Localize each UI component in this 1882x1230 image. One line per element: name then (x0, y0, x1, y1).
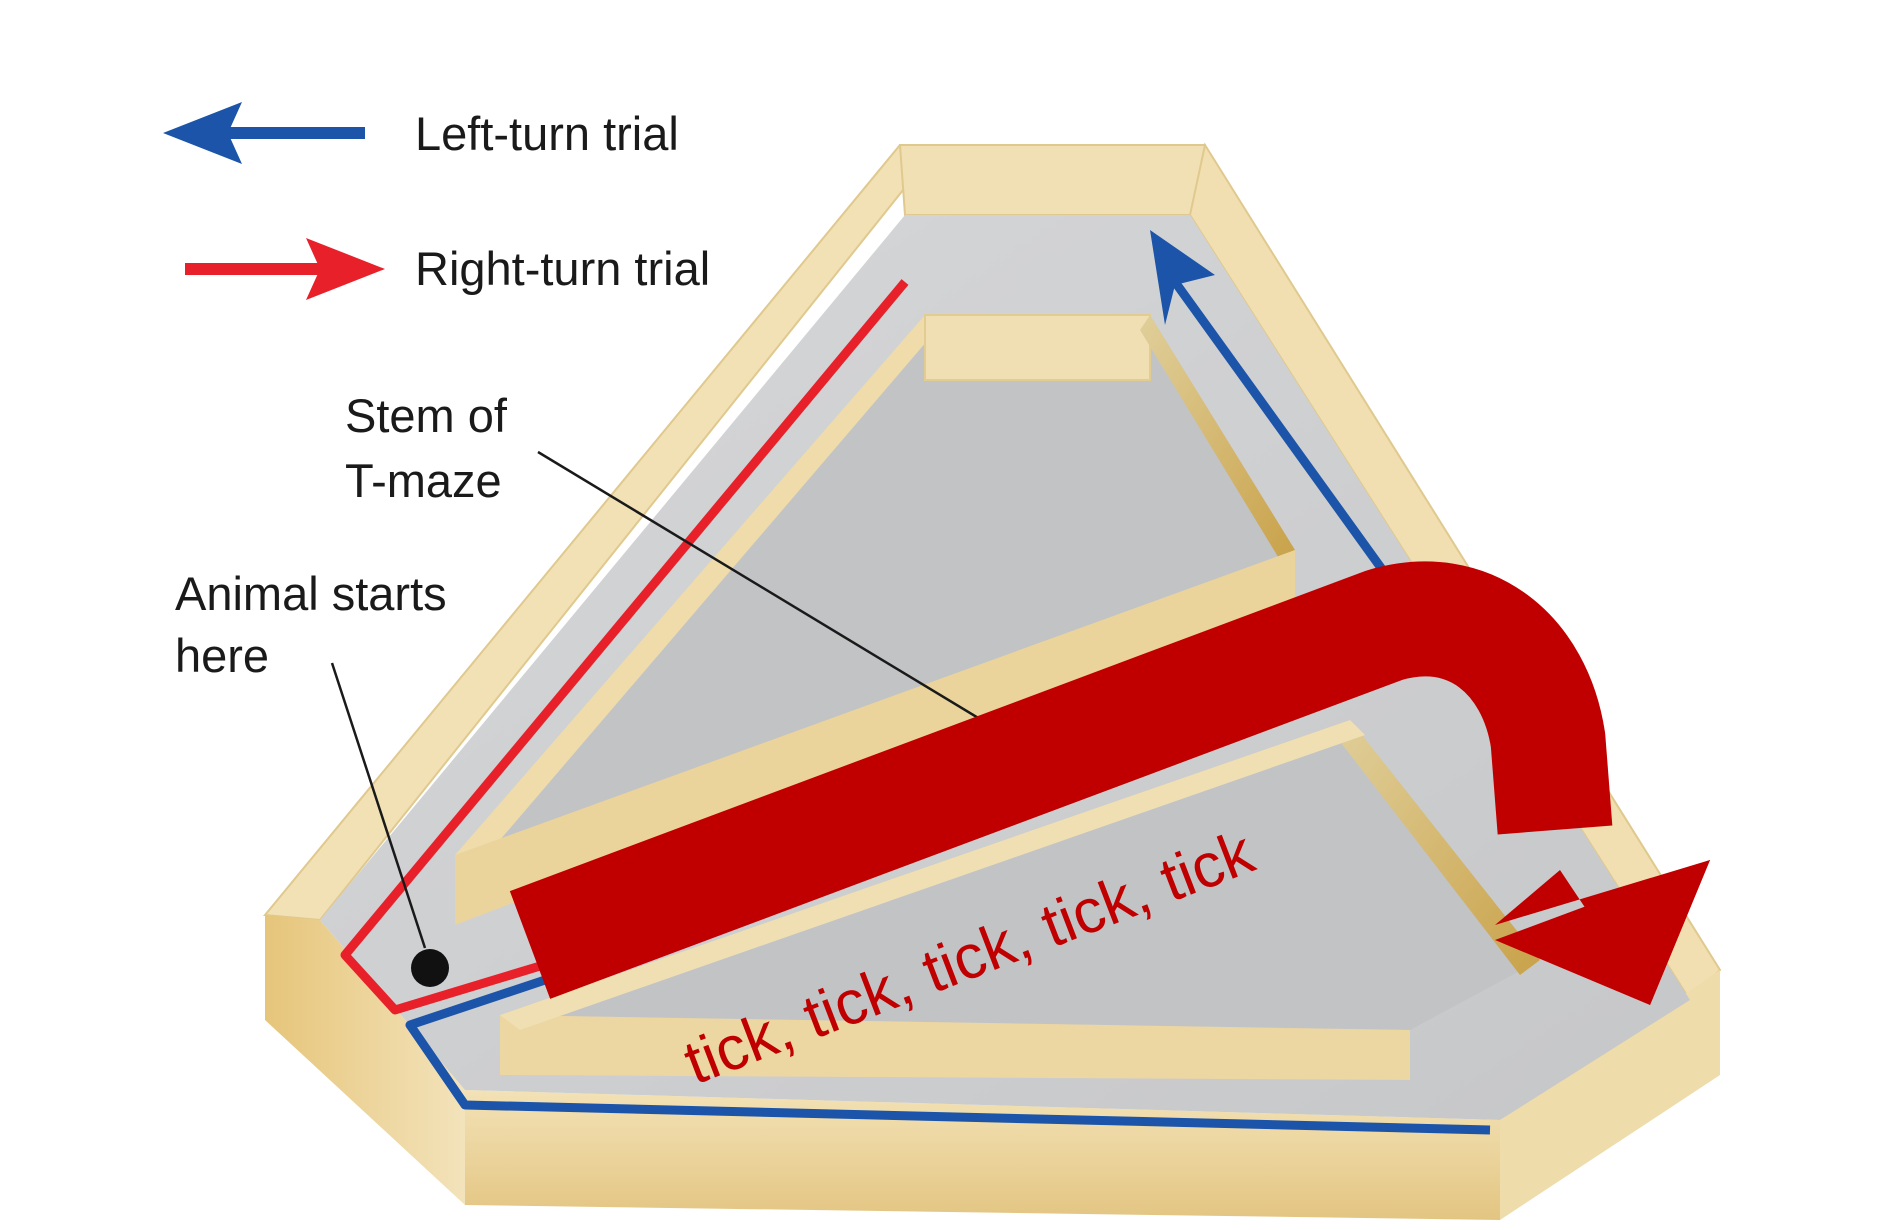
start-dot-icon (411, 949, 449, 987)
inner-island-lower-floor (500, 720, 1540, 1030)
start-label-line1: Animal starts (175, 567, 447, 620)
start-label-line2: here (175, 629, 269, 682)
stem-label-line2: T-maze (345, 454, 502, 507)
big-arrow-body (509, 561, 1613, 999)
legend-right-turn: Right-turn trial (185, 238, 710, 300)
left-turn-path (405, 970, 1491, 1135)
big-right-turn-arrow (509, 561, 1710, 1005)
inner-island-upper-wall-right (1140, 315, 1295, 560)
start-leader-line (330, 662, 427, 949)
inner-island-upper-top (924, 314, 1151, 381)
inner-island-lower-wall-front (500, 1015, 1410, 1080)
arrow-right-icon (306, 238, 385, 300)
inner-island-upper-wall-left (455, 315, 945, 875)
legend-right-turn-label: Right-turn trial (415, 242, 710, 295)
stem-leader-line (537, 450, 1019, 744)
big-arrow-head-fill (1495, 860, 1710, 1005)
right-end-wall (1500, 970, 1720, 1220)
left-turn-path-arrowhead (1150, 230, 1215, 325)
inner-island-lower-wall-right (1335, 720, 1540, 975)
top-end-wall (898, 144, 1206, 216)
legend: Left-turn trial Right-turn trial (163, 102, 710, 300)
left-turn-path-right-side (1166, 272, 1419, 618)
inner-island-upper-floor (468, 315, 1295, 860)
stem-label-line1: Stem of (345, 389, 508, 442)
legend-left-turn-label: Left-turn trial (415, 107, 679, 160)
legend-left-turn: Left-turn trial (163, 102, 679, 164)
inner-island-lower-wall-top (500, 720, 1365, 1030)
right-turn-path (340, 279, 909, 1015)
outer-wall-left-side (265, 915, 465, 1205)
trial-paths (340, 230, 1491, 1135)
arrow-left-icon (163, 102, 242, 164)
inner-island-upper-wall-bottom (455, 550, 1295, 925)
